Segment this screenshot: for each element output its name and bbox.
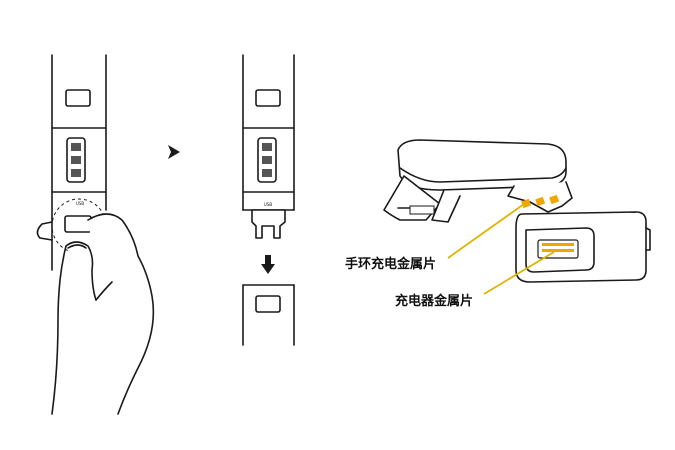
charger-contacts (542, 243, 574, 246)
charger-contacts-label: 充电器金属片 (395, 290, 473, 309)
down-arrow-icon (261, 255, 275, 274)
step-arrow-icon (168, 145, 180, 159)
hand (52, 214, 153, 414)
usb-mark-1: USB (76, 201, 84, 206)
band-contacts-label: 手环充电金属片 (345, 253, 436, 272)
strap-slot-top (66, 90, 90, 106)
tracker-pod (398, 140, 566, 190)
usb-mark-2: USB (264, 202, 272, 207)
usb-plug (252, 210, 285, 238)
strap-slot-upper (256, 90, 280, 106)
strap-slot-bottom (65, 216, 91, 232)
strap-slot-lower (256, 296, 280, 312)
callout-line-band (448, 204, 524, 258)
band-with-hand: USB (37, 55, 153, 414)
band-separated: USB (243, 55, 294, 345)
